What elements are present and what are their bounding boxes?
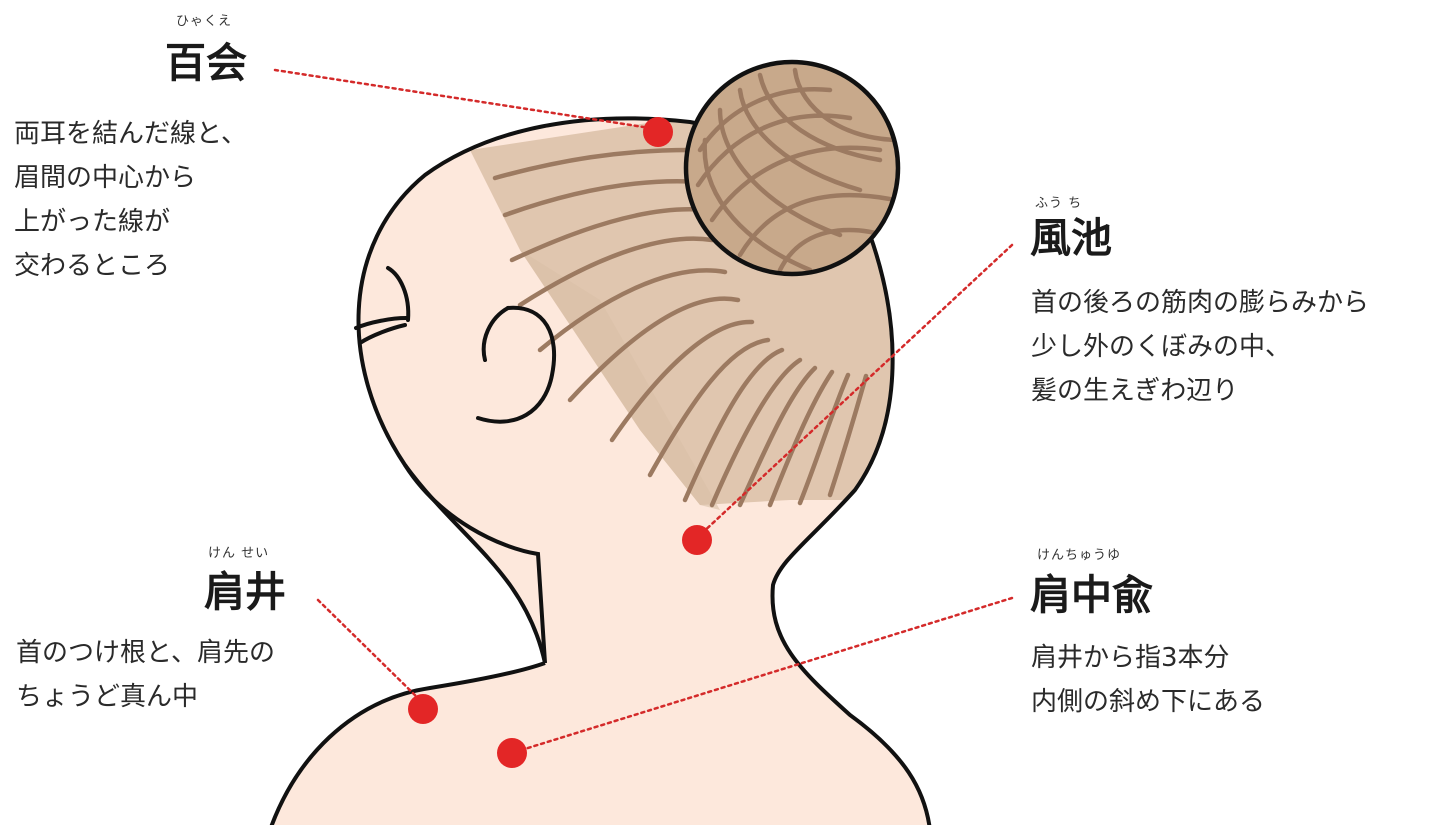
point-marker-kenchuyu	[497, 738, 527, 768]
description-line: 髪の生えぎわ辺り	[1031, 369, 1369, 413]
description-line: 眉間の中心から	[14, 156, 247, 200]
label-hyakue: ひゃくえ 百会 両耳を結んだ線と、 眉間の中心から 上がった線が 交わるところ	[0, 0, 330, 300]
label-kensei: けん せい 肩井 首のつけ根と、肩先の ちょうど真ん中	[0, 535, 360, 735]
description-line: 両耳を結んだ線と、	[14, 112, 247, 156]
description-line: 交わるところ	[14, 244, 247, 288]
title-kensei: 肩井	[204, 571, 286, 614]
reading-fuchi: ふう ち	[1035, 192, 1082, 211]
label-fuchi: ふう ち 風池 首の後ろの筋肉の膨らみから 少し外のくぼみの中、 髪の生えぎわ辺…	[1020, 185, 1453, 425]
description-line: 上がった線が	[14, 200, 247, 244]
point-marker-fuchi	[682, 525, 712, 555]
reading-kensei: けん せい	[208, 542, 269, 561]
title-kenchuyu: 肩中兪	[1030, 574, 1153, 617]
description-line: ちょうど真ん中	[16, 675, 275, 719]
reading-hyakue: ひゃくえ	[176, 10, 232, 29]
point-marker-hyakue	[643, 117, 673, 147]
description-line: 内側の斜め下にある	[1031, 680, 1265, 724]
description-line: 首のつけ根と、肩先の	[16, 631, 275, 675]
description-line: 首の後ろの筋肉の膨らみから	[1031, 281, 1369, 325]
description-line: 肩井から指3本分	[1031, 636, 1265, 680]
reading-kenchuyu: けんちゅうゆ	[1037, 544, 1121, 563]
description-kenchuyu: 肩井から指3本分 内側の斜め下にある	[1031, 636, 1265, 724]
title-hyakue: 百会	[165, 42, 247, 85]
label-kenchuyu: けんちゅうゆ 肩中兪 肩井から指3本分 内側の斜め下にある	[1020, 540, 1453, 740]
leader-line-hyakue	[275, 70, 650, 128]
description-line: 少し外のくぼみの中、	[1031, 325, 1369, 369]
description-hyakue: 両耳を結んだ線と、 眉間の中心から 上がった線が 交わるところ	[14, 112, 247, 288]
description-fuchi: 首の後ろの筋肉の膨らみから 少し外のくぼみの中、 髪の生えぎわ辺り	[1031, 281, 1369, 413]
hair-bun	[686, 62, 900, 274]
point-marker-kensei	[408, 694, 438, 724]
title-fuchi: 風池	[1030, 217, 1112, 260]
description-kensei: 首のつけ根と、肩先の ちょうど真ん中	[16, 631, 275, 719]
